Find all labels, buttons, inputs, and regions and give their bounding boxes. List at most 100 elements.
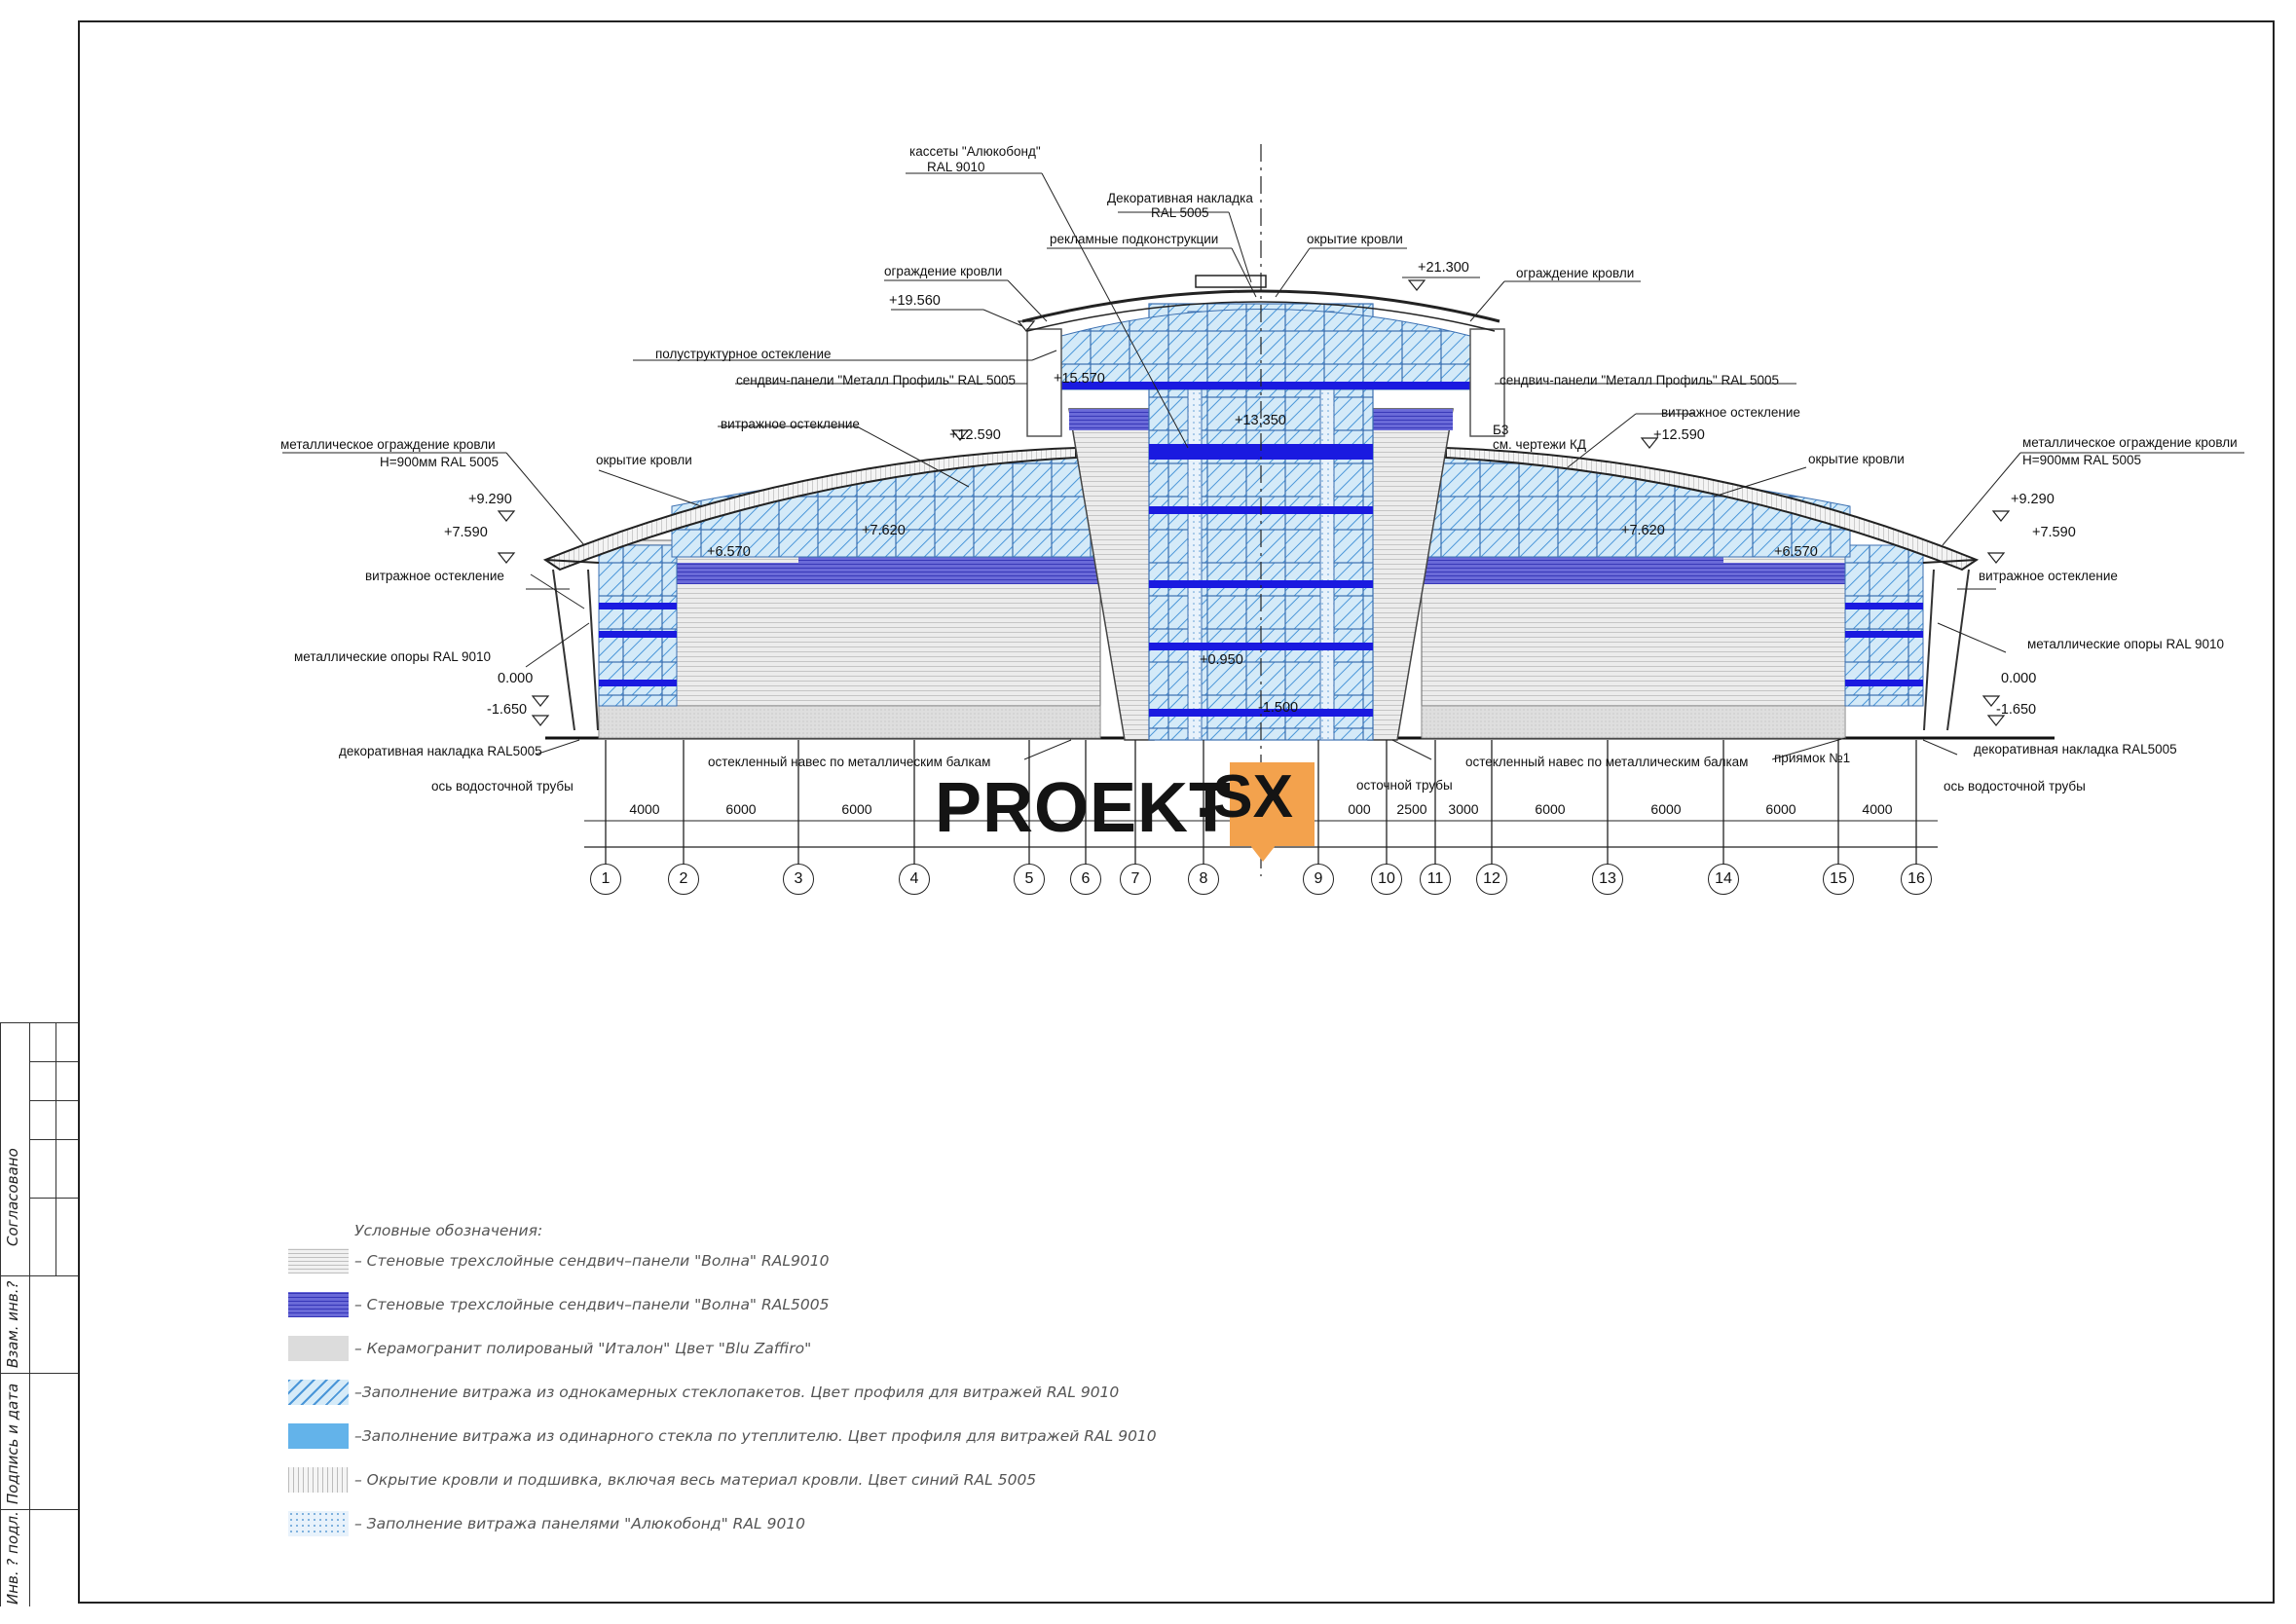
legend-text: – Стеновые трехслойные сендвич–панели "В…: [354, 1252, 830, 1270]
callout-metal-fence-right: металлическое ограждение кровли: [2022, 435, 2238, 450]
callout-decor-bottom-left: декоративная накладка RAL5005: [339, 744, 542, 758]
callout-semistructural-glazing: полуструктурное остекление: [655, 347, 832, 361]
dim-14-15: 6000: [1765, 801, 1796, 817]
callout-canopy-right: остекленный навес по металлическим балка…: [1465, 755, 1749, 769]
dim-10-11: 2500: [1396, 801, 1427, 817]
level-21300: +21.300: [1418, 260, 1469, 276]
axis-marker: 4: [899, 864, 930, 895]
callout-glazing-right: витражное остекление: [1979, 569, 2118, 583]
level-1650-left: -1.650: [487, 702, 528, 718]
level-12590-left: +12.590: [949, 427, 1001, 443]
axis-marker: 16: [1901, 864, 1932, 895]
callout-pit: приямок №1: [1774, 751, 1851, 765]
callout-sandwich-right: сендвич-панели "Металл Профиль" RAL 5005: [1500, 373, 1779, 388]
callout-decor-overlay: Декоративная накладка: [1107, 191, 1253, 205]
callout-alucobond: кассеты "Алюкобонд": [909, 144, 1041, 159]
callout-canopy-left: остекленный навес по металлическим балка…: [708, 755, 991, 769]
callout-sandwich-left: сендвич-панели "Металл Профиль" RAL 5005: [736, 373, 1016, 388]
callout-roof-cover-right: окрытие кровли: [1808, 452, 1905, 466]
swatch-alucobond: [288, 1511, 349, 1536]
callout-stained-glass-left: витражное остекление: [721, 417, 860, 431]
axis-marker: 3: [783, 864, 814, 895]
callout-metal-fence-left-h: Н=900мм RAL 5005: [380, 455, 500, 469]
level-6570-left: +6.570: [707, 544, 751, 560]
level-0000-left: 0.000: [498, 671, 534, 686]
level-1650-right: -1.650: [1996, 702, 2037, 718]
legend-text: –Заполнение витража из одинарного стекла…: [354, 1427, 1157, 1445]
dim-13-14: 6000: [1650, 801, 1682, 817]
swatch-roof-cover: [288, 1467, 349, 1493]
axis-marker: 9: [1303, 864, 1334, 895]
axis-marker: 13: [1592, 864, 1623, 895]
level-7620-right: +7.620: [1621, 523, 1665, 538]
dim-12-13: 6000: [1535, 801, 1566, 817]
level-7590-right: +7.590: [2032, 525, 2076, 540]
dim-1-2: 4000: [629, 801, 660, 817]
level-15570: +15.570: [1054, 371, 1105, 387]
level-9290-left: +9.290: [468, 492, 512, 507]
axis-marker: 1: [590, 864, 621, 895]
dim-3-4: 6000: [841, 801, 872, 817]
watermark-badge: [1230, 762, 1315, 846]
callout-drainpipe-left: ось водосточной трубы: [431, 779, 574, 794]
level-1500: -1.500: [1258, 700, 1299, 716]
legend-text: – Окрытие кровли и подшивка, включая вес…: [354, 1471, 1037, 1489]
dim-15-16: 4000: [1862, 801, 1893, 817]
level-0000-right: 0.000: [2001, 671, 2037, 686]
dim-2-3: 6000: [725, 801, 757, 817]
callout-alucobond-ral: RAL 9010: [927, 160, 985, 174]
legend-title: Условные обозначения:: [354, 1222, 543, 1239]
axis-marker: 14: [1708, 864, 1739, 895]
axis-marker: 12: [1476, 864, 1507, 895]
axis-marker: 2: [668, 864, 699, 895]
swatch-double-glazing: [288, 1380, 349, 1405]
callout-drainpipe-center: осточной трубы: [1356, 778, 1453, 793]
watermark-badge-tail: [1249, 844, 1277, 862]
callout-b3-ref: см. чертежи КД: [1493, 437, 1587, 452]
callout-stained-glass-right: витражное остекление: [1661, 405, 1800, 420]
watermark-text: PROEKT: [935, 769, 1234, 847]
level-19560: +19.560: [889, 293, 941, 309]
callout-decor-overlay-ral: RAL 5005: [1151, 205, 1209, 220]
callout-glazing-left: витражное остекление: [365, 569, 504, 583]
axis-marker: 10: [1371, 864, 1402, 895]
watermark-suffix: .SX: [1196, 763, 1293, 830]
callout-ad-substructure: рекламные подконструкции: [1050, 232, 1219, 246]
swatch-single-glass: [288, 1423, 349, 1449]
swatch-sandwich-white: [288, 1248, 349, 1273]
callout-roof-fence-left: ограждение кровли: [884, 264, 1003, 278]
dim-9-10: 000: [1348, 801, 1371, 817]
axis-marker: 7: [1120, 864, 1151, 895]
swatch-porcelain: [288, 1336, 349, 1361]
callout-metal-fence-left: металлическое ограждение кровли: [280, 437, 496, 452]
axis-marker: 11: [1420, 864, 1451, 895]
axis-marker: 5: [1014, 864, 1045, 895]
callout-roof-cover-left: окрытие кровли: [596, 453, 692, 467]
callout-metal-fence-right-h: Н=900мм RAL 5005: [2022, 453, 2142, 467]
legend-text: –Заполнение витража из однокамерных стек…: [354, 1384, 1120, 1401]
level-9290-right: +9.290: [2011, 492, 2055, 507]
callout-roof-cover-top: окрытие кровли: [1307, 232, 1403, 246]
approval-stamp: Согласовано Взам. инв.? Подпись и дата И…: [0, 1022, 78, 1606]
callout-decor-bottom-right: декоративная накладка RAL5005: [1974, 742, 2177, 757]
frame-right-edge: [2273, 20, 2275, 984]
legend-text: – Керамогранит полированый "Италон" Цвет…: [354, 1340, 812, 1357]
level-7590-left: +7.590: [444, 525, 488, 540]
level-7620-left: +7.620: [862, 523, 906, 538]
level-13350: +13.350: [1235, 413, 1286, 428]
level-12590-right: +12.590: [1653, 427, 1705, 443]
callout-drainpipe-right: ось водосточной трубы: [1944, 779, 2086, 794]
callout-supports-right: металлические опоры RAL 9010: [2027, 637, 2225, 651]
dim-11-12: 3000: [1448, 801, 1479, 817]
callout-supports-left: металлические опоры RAL 9010: [294, 649, 492, 664]
axis-marker: 8: [1188, 864, 1219, 895]
swatch-sandwich-blue: [288, 1292, 349, 1317]
axis-marker: 15: [1823, 864, 1854, 895]
legend-text: – Заполнение витража панелями "Алюкобонд…: [354, 1515, 806, 1532]
callout-roof-fence-right: ограждение кровли: [1516, 266, 1635, 280]
level-6570-right: +6.570: [1774, 544, 1818, 560]
level-0950: +0.950: [1200, 652, 1243, 668]
proekt-watermark-logo: PROEKT .SX: [935, 762, 1353, 862]
legend-text: – Стеновые трехслойные сендвич–панели "В…: [354, 1296, 830, 1313]
